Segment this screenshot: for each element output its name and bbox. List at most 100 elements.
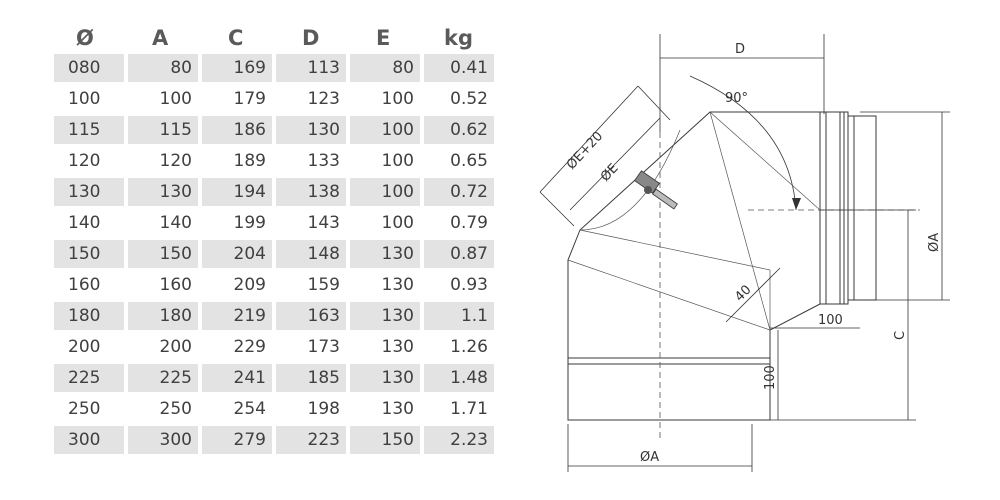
table-cell: 204 xyxy=(202,240,272,268)
table-cell: 0.62 xyxy=(424,116,494,144)
table-cell: 180 xyxy=(128,302,198,330)
table-cell: 254 xyxy=(233,399,266,419)
table-cell: 80 xyxy=(128,54,198,82)
table-cell: 115 xyxy=(128,116,198,144)
right-outlet-end xyxy=(847,115,877,301)
table-cell: 241 xyxy=(202,364,272,392)
table-cell: 0.65 xyxy=(450,151,488,171)
table-cell: 130 xyxy=(381,337,414,357)
table-cell: 80 xyxy=(350,54,420,82)
table-cell: 0.41 xyxy=(424,54,494,82)
table-cell: 1.1 xyxy=(424,302,494,330)
table-cell: 130 xyxy=(350,240,420,268)
label-angle: 90° xyxy=(725,91,748,106)
table-cell: 130 xyxy=(381,275,414,295)
table-cell: 186 xyxy=(202,116,272,144)
table-cell: 189 xyxy=(233,151,266,171)
dim-e-line xyxy=(569,117,661,211)
table-cell: 100 xyxy=(350,178,420,206)
label-a-right: ØA xyxy=(927,233,942,252)
table-cell: 100 xyxy=(381,151,414,171)
table-cell: 180 xyxy=(54,302,124,330)
label-100-horizontal: 100 xyxy=(818,313,843,328)
table-cell: 100 xyxy=(381,89,414,109)
header-diameter: Ø xyxy=(76,26,94,50)
label-d: D xyxy=(735,42,745,57)
table-cell: 300 xyxy=(54,426,124,454)
label-100-vertical: 100 xyxy=(763,365,778,390)
table-cell: 140 xyxy=(68,213,101,233)
table-cell: 150 xyxy=(128,240,198,268)
table-cell: 120 xyxy=(159,151,192,171)
table-cell: 130 xyxy=(350,364,420,392)
segment-seam-2 xyxy=(579,229,771,271)
table-cell: 138 xyxy=(276,178,346,206)
segment-seam-4 xyxy=(567,259,771,331)
dim-40-line xyxy=(725,267,781,323)
table-cell: 219 xyxy=(202,302,272,330)
elbow-technical-drawing: D 90° ØE+20 ØE ØA 40 100 C xyxy=(539,34,950,472)
dim-e-ext-bottom xyxy=(539,191,575,227)
header-e: E xyxy=(376,26,391,50)
table-cell: 130 xyxy=(276,116,346,144)
table-cell: 160 xyxy=(159,275,192,295)
table-cell: 148 xyxy=(276,240,346,268)
angle-arc xyxy=(689,75,797,211)
table-cell: 1.48 xyxy=(424,364,494,392)
table-cell: 179 xyxy=(233,89,266,109)
table-cell: 1.26 xyxy=(450,337,488,357)
table-cell: 150 xyxy=(350,426,420,454)
table-cell: 163 xyxy=(276,302,346,330)
table-cell: 100 xyxy=(159,89,192,109)
table-cell: 1.71 xyxy=(450,399,488,419)
table-cell: 143 xyxy=(307,213,340,233)
table-cell: 198 xyxy=(307,399,340,419)
table-cell: 169 xyxy=(202,54,272,82)
label-e-plus-20: ØE+20 xyxy=(564,129,606,173)
table-cell: 2.23 xyxy=(424,426,494,454)
table-cell: 100 xyxy=(68,89,101,109)
table-cell: 279 xyxy=(202,426,272,454)
header-a: A xyxy=(152,26,169,50)
table-cell: 225 xyxy=(128,364,198,392)
table-cell: 130 xyxy=(128,178,198,206)
table-cell: 160 xyxy=(68,275,101,295)
table-cell: 250 xyxy=(68,399,101,419)
table-cell: 130 xyxy=(54,178,124,206)
dim-e-plus-20-line xyxy=(539,85,639,193)
table-cell: 173 xyxy=(307,337,340,357)
table-cell: 100 xyxy=(350,116,420,144)
elbow-outline xyxy=(567,111,821,421)
table-cell: 113 xyxy=(276,54,346,82)
table-cell: 115 xyxy=(54,116,124,144)
table-row: 100 100 179 123 100 0.52 xyxy=(54,85,494,113)
header-d: D xyxy=(302,26,320,50)
table-cell: 250 xyxy=(159,399,192,419)
table-cell: 123 xyxy=(307,89,340,109)
table-cell: 229 xyxy=(233,337,266,357)
table-cell: 199 xyxy=(233,213,266,233)
table-cell: 0.79 xyxy=(450,213,488,233)
label-40: 40 xyxy=(732,283,754,305)
header-kg: kg xyxy=(444,26,473,50)
header-c: C xyxy=(228,26,244,50)
table-cell: 159 xyxy=(307,275,340,295)
table-cell: 150 xyxy=(54,240,124,268)
label-a-bottom: ØA xyxy=(640,450,659,465)
dim-e-ext-top xyxy=(637,85,671,121)
table-cell: 194 xyxy=(202,178,272,206)
table-cell: 185 xyxy=(276,364,346,392)
table-cell: 120 xyxy=(68,151,101,171)
table-cell: 130 xyxy=(350,302,420,330)
table-cell: 0.52 xyxy=(450,89,488,109)
